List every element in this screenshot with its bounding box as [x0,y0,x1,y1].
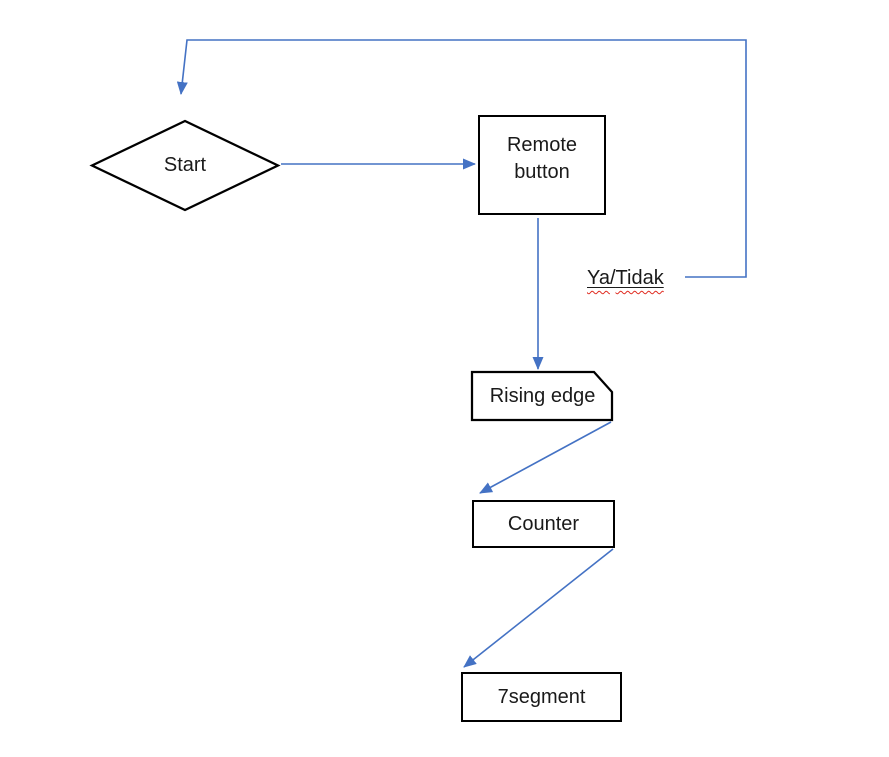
rising-edge-shape[interactable] [470,370,614,422]
ya-text: Ya [587,267,610,289]
counter-node[interactable]: Counter [472,500,615,548]
tidak-text: Tidak [615,267,664,289]
start-node-label: Start [163,154,207,176]
remote-button-label-line2: button [514,160,570,183]
start-diamond-shape[interactable] [89,119,281,212]
counter-label: Counter [507,512,580,535]
slash-text: / [609,267,616,289]
seven-segment-node[interactable]: 7segment [461,672,622,722]
connector-rising-edge-to-counter[interactable] [479,421,612,494]
remote-button-label-line1: Remote [506,133,578,156]
ya-tidak-branch-label[interactable]: Ya/Tidak [587,266,664,290]
rising-edge-node-label: Rising edge [489,384,596,407]
connector-counter-to-seven-segment[interactable] [463,548,614,668]
loop-connector-ya-tidak-to-start[interactable] [176,39,747,278]
seven-segment-label: 7segment [497,685,586,708]
remote-button-node[interactable]: Remote button [478,115,606,215]
